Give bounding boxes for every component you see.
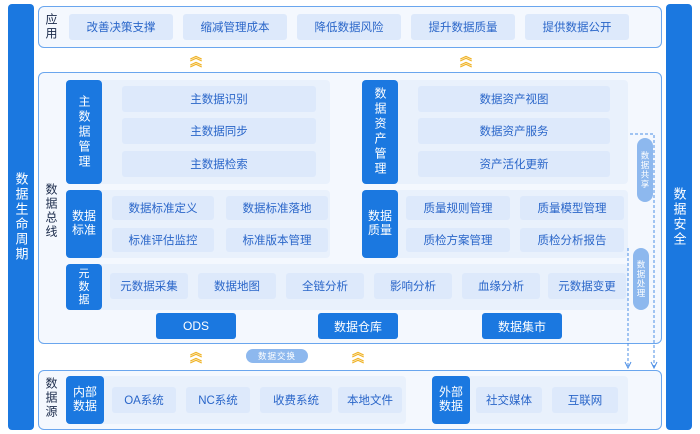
up-chevron-icon: ︽︽ bbox=[189, 345, 202, 365]
ods-box: ODS bbox=[156, 313, 236, 339]
master-data-item: 主数据检索 bbox=[122, 151, 316, 177]
metadata-item: 血缘分析 bbox=[462, 273, 540, 299]
data-asset-item: 资产活化更新 bbox=[418, 151, 610, 177]
up-chevron-icon: ︽︽ bbox=[351, 345, 364, 365]
external-data-title: 外部数据 bbox=[438, 385, 463, 413]
data-quality-header: 数据质量 bbox=[362, 190, 398, 258]
app-item: 提升数据质量 bbox=[411, 14, 515, 40]
data-standard-item: 标准版本管理 bbox=[226, 228, 328, 252]
data-quality-item: 质检分析报告 bbox=[520, 228, 624, 252]
data-asset-header: 数据资产管理 bbox=[362, 80, 398, 184]
app-item: 降低数据风险 bbox=[297, 14, 401, 40]
data-warehouse-box: 数据仓库 bbox=[318, 313, 398, 339]
internal-source-item: 收费系统 bbox=[260, 387, 332, 413]
data-bus-label: 数据总线 bbox=[44, 183, 58, 239]
application-layer: 应用 改善决策支撑 缩减管理成本 降低数据风险 提升数据质量 提供数据公开 bbox=[38, 6, 662, 48]
metadata-item: 元数据变更 bbox=[548, 273, 626, 299]
app-item: 提供数据公开 bbox=[525, 14, 629, 40]
master-data-title: 主数据管理 bbox=[77, 94, 91, 170]
external-source-item: 社交媒体 bbox=[476, 387, 542, 413]
security-label: 数据安全 bbox=[671, 187, 687, 247]
data-standard-header: 数据标准 bbox=[66, 190, 102, 258]
internal-source-item: 本地文件 bbox=[338, 387, 402, 413]
lifecycle-label: 数据生命周期 bbox=[13, 172, 29, 262]
data-quality-item: 质量规则管理 bbox=[406, 196, 510, 220]
data-standard-item: 数据标准落地 bbox=[226, 196, 328, 220]
data-exchange-label: 数据交换 bbox=[257, 351, 296, 361]
data-standard-item: 标准评估监控 bbox=[112, 228, 214, 252]
metadata-header: 元数据 bbox=[66, 264, 102, 310]
data-source-label: 数据源 bbox=[44, 377, 58, 419]
security-sidebar: 数据安全 bbox=[666, 4, 692, 430]
up-chevron-icon: ︽︽ bbox=[459, 49, 472, 69]
external-source-item: 互联网 bbox=[552, 387, 618, 413]
up-chevron-icon: ︽︽ bbox=[189, 49, 202, 69]
data-quality-title: 数据质量 bbox=[367, 209, 392, 237]
application-label: 应用 bbox=[44, 13, 58, 41]
data-quality-item: 质检方案管理 bbox=[406, 228, 510, 252]
master-data-header: 主数据管理 bbox=[66, 80, 102, 184]
internal-data-title: 内部数据 bbox=[72, 385, 97, 413]
master-data-item: 主数据同步 bbox=[122, 118, 316, 144]
data-exchange-tag: 数据交换 bbox=[246, 349, 308, 363]
external-data-header: 外部数据 bbox=[432, 376, 470, 424]
data-asset-item: 数据资产视图 bbox=[418, 86, 610, 112]
internal-data-header: 内部数据 bbox=[66, 376, 104, 424]
internal-source-item: OA系统 bbox=[112, 387, 176, 413]
data-mart-box: 数据集市 bbox=[482, 313, 562, 339]
metadata-title: 元数据 bbox=[78, 267, 90, 306]
internal-source-item: NC系统 bbox=[186, 387, 250, 413]
data-standard-item: 数据标准定义 bbox=[112, 196, 214, 220]
metadata-item: 影响分析 bbox=[374, 273, 452, 299]
lifecycle-sidebar: 数据生命周期 bbox=[8, 4, 34, 430]
metadata-item: 全链分析 bbox=[286, 273, 364, 299]
dashed-connector bbox=[624, 133, 658, 370]
data-asset-title: 数据资产管理 bbox=[373, 87, 387, 177]
app-item: 改善决策支撑 bbox=[69, 14, 173, 40]
metadata-item: 数据地图 bbox=[198, 273, 276, 299]
data-process-tag: 数据处理 bbox=[633, 248, 649, 310]
data-quality-item: 质量模型管理 bbox=[520, 196, 624, 220]
data-share-label: 数据共享 bbox=[640, 151, 650, 189]
metadata-item: 元数据采集 bbox=[110, 273, 188, 299]
data-standard-title: 数据标准 bbox=[71, 209, 96, 237]
master-data-item: 主数据识别 bbox=[122, 86, 316, 112]
data-process-label: 数据处理 bbox=[636, 260, 646, 298]
data-asset-item: 数据资产服务 bbox=[418, 118, 610, 144]
data-share-tag: 数据共享 bbox=[637, 138, 653, 202]
app-item: 缩减管理成本 bbox=[183, 14, 287, 40]
